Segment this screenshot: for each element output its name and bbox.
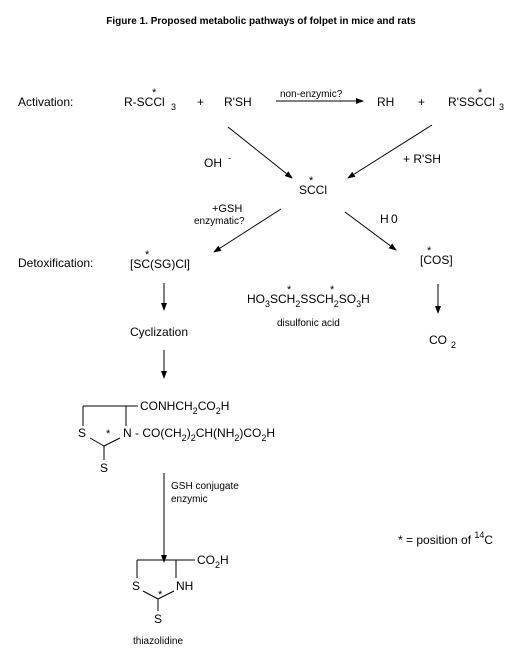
svg-text:2: 2 bbox=[451, 340, 456, 350]
label-star: * bbox=[158, 589, 163, 601]
thiophosgene-intermediate: SCCl * bbox=[299, 175, 327, 197]
ring-bond bbox=[157, 590, 175, 600]
ring-sulfur: S bbox=[78, 426, 86, 440]
svg-text:SCCl: SCCl bbox=[299, 183, 327, 197]
hydroxide-charge: - bbox=[228, 153, 231, 163]
ring-bond bbox=[89, 437, 105, 447]
svg-text:3: 3 bbox=[171, 102, 176, 112]
disulfonic-acid: HO3SCH2SSCH2SO3H * * disulfonic acid bbox=[247, 284, 370, 329]
svg-text:H: H bbox=[380, 212, 389, 226]
gsh-conjugate-label: GSH conjugate bbox=[171, 481, 239, 492]
label-star: * bbox=[106, 428, 111, 440]
figure-title: Figure 1. Proposed metabolic pathways of… bbox=[106, 16, 416, 27]
thione-sulfur: S bbox=[100, 461, 108, 475]
label-star: * bbox=[427, 245, 432, 257]
svg-text:CO: CO bbox=[429, 333, 447, 347]
cyclized-conjugate: CONHCH2CO2H N - CO(CH2)2CH(NH2)CO2H S * … bbox=[78, 399, 275, 475]
ring-sulfur: S bbox=[132, 579, 140, 593]
carboxyl-group: CO2H bbox=[197, 553, 229, 570]
cyclization-label: Cyclization bbox=[130, 325, 188, 339]
water-arrow bbox=[344, 211, 397, 251]
label-star: * bbox=[145, 249, 150, 261]
svg-text:R'SSCCl: R'SSCCl bbox=[448, 95, 495, 109]
svg-text:R-SCCl: R-SCCl bbox=[124, 95, 165, 109]
detoxification-label: Detoxification: bbox=[18, 256, 93, 270]
svg-text:[SC(SG)Cl]: [SC(SG)Cl] bbox=[130, 257, 190, 271]
svg-text:0: 0 bbox=[391, 212, 398, 226]
disulfonic-formula: HO3SCH2SSCH2SO3H bbox=[247, 292, 370, 309]
folpet-reactant: R-SCCl 3 * bbox=[124, 87, 176, 112]
activation-label: Activation: bbox=[18, 95, 73, 109]
ring-bond bbox=[142, 590, 159, 600]
thione-sulfur: S bbox=[154, 612, 162, 626]
thiol-arrow bbox=[347, 124, 433, 179]
ring-nh: NH bbox=[176, 579, 193, 593]
conjugate-chain-bottom: N - CO(CH2)2CH(NH2)CO2H bbox=[123, 426, 275, 443]
svg-text:3: 3 bbox=[499, 102, 504, 112]
carbonyl-sulfide: [COS] * bbox=[420, 245, 453, 267]
carbon-dioxide: CO 2 bbox=[429, 333, 456, 350]
label-star: * bbox=[330, 284, 335, 296]
plus-thiol-label: + R'SH bbox=[403, 152, 441, 166]
non-enzymic-label: non-enzymic? bbox=[280, 89, 343, 100]
thiazolidine-name: thiazolidine bbox=[133, 636, 183, 647]
conjugate-chain-top: CONHCH2CO2H bbox=[140, 399, 229, 416]
disulfide-product: R'SSCCl 3 * bbox=[448, 87, 504, 112]
svg-text:[COS]: [COS] bbox=[420, 253, 453, 267]
thiol-reactant: R'SH bbox=[224, 95, 252, 109]
sg-conjugate: [SC(SG)Cl] * bbox=[130, 249, 190, 271]
thiazolidine-product: CO2H NH S * S thiazolidine bbox=[132, 553, 229, 647]
plus-sign: + bbox=[197, 95, 204, 109]
disulfonic-name: disulfonic acid bbox=[277, 318, 340, 329]
isotope-footnote: * = position of 14C bbox=[398, 530, 493, 547]
rh-product: RH bbox=[377, 95, 394, 109]
hydrolysis-arrow bbox=[227, 126, 293, 179]
label-star: * bbox=[478, 87, 483, 99]
gsh-label: +GSH bbox=[212, 203, 242, 215]
label-star: * bbox=[309, 175, 314, 187]
gsh-arrow bbox=[213, 208, 282, 253]
hydroxide-label: OH bbox=[204, 156, 222, 170]
label-star: * bbox=[287, 284, 292, 296]
enzymic-label: enzymic bbox=[171, 494, 208, 505]
ring-bond bbox=[103, 437, 121, 447]
svg-text:* = position of 14C: * = position of 14C bbox=[398, 530, 493, 547]
water-label: H 0 bbox=[380, 212, 398, 226]
label-star: * bbox=[152, 87, 157, 99]
plus-sign: + bbox=[418, 95, 425, 109]
enzymatic-label: enzymatic? bbox=[194, 216, 245, 227]
